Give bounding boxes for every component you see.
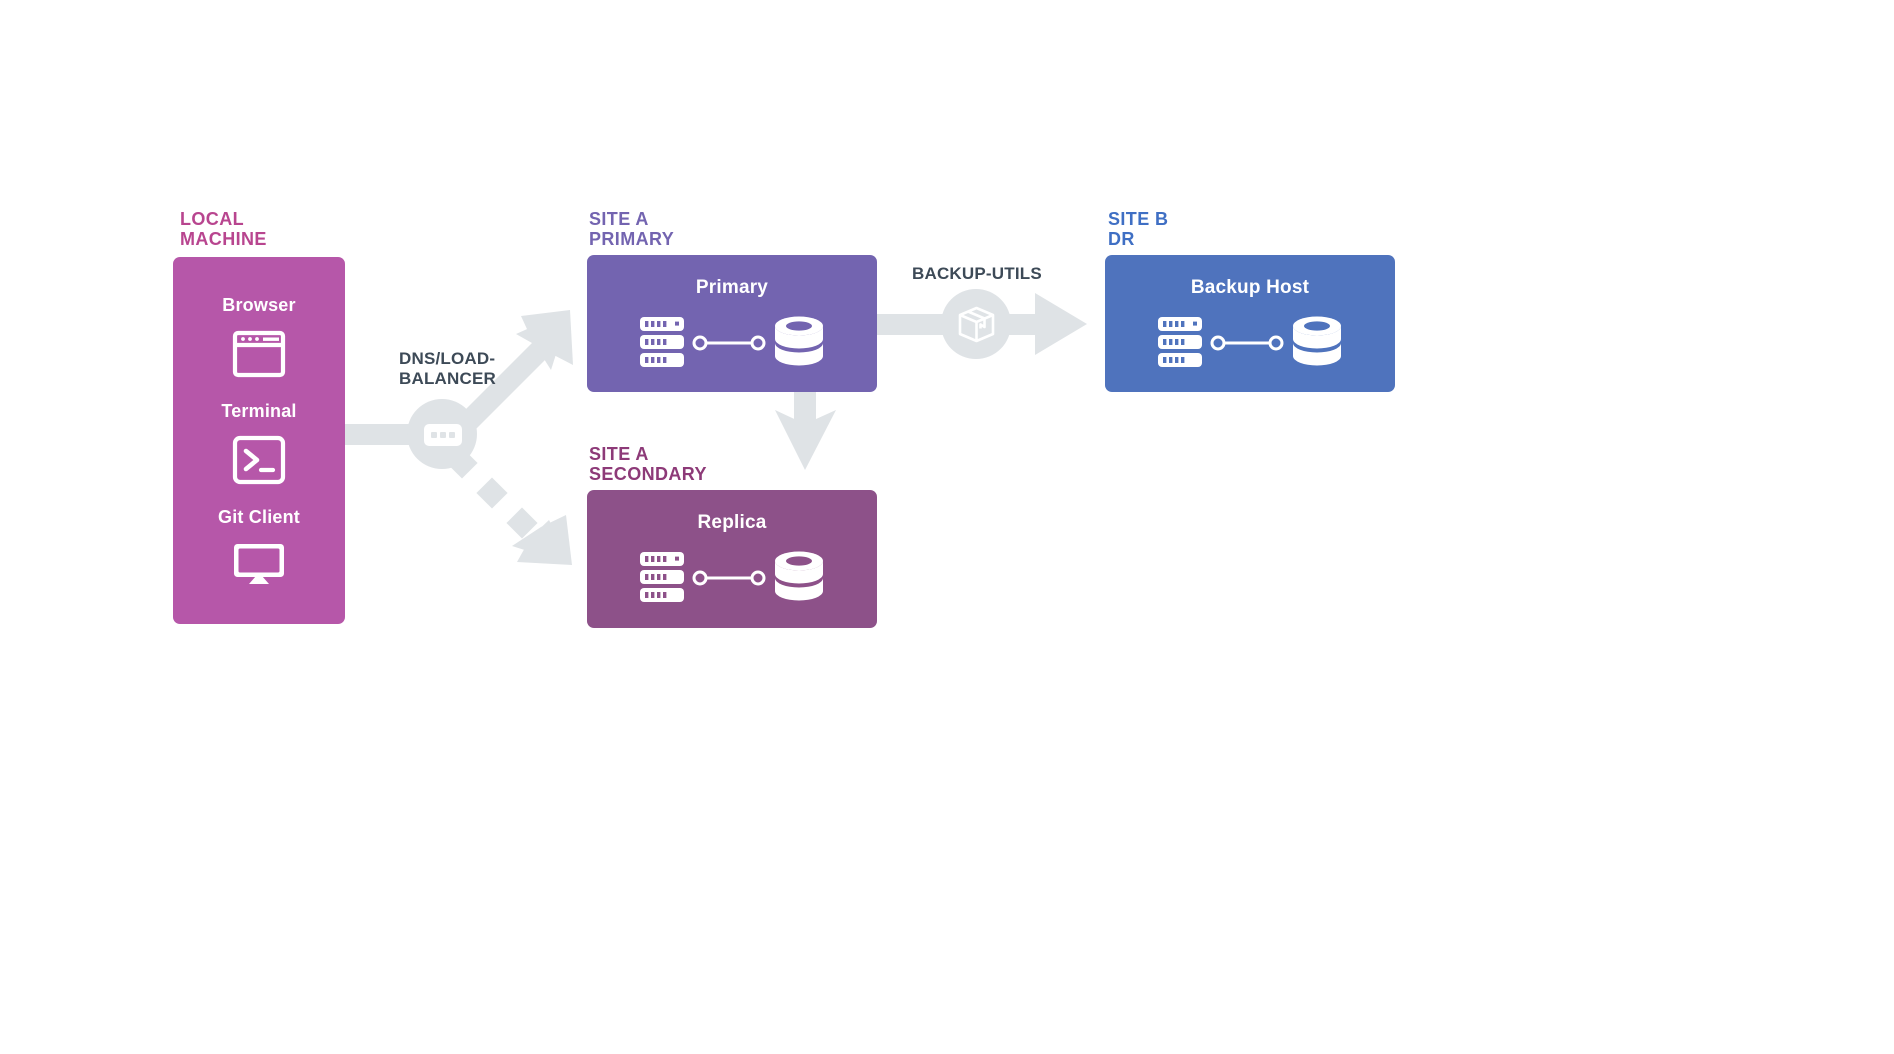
load-balancer-dots-icon (424, 424, 462, 446)
site-a-primary-box[interactable]: Primary (587, 255, 877, 392)
local-item-git-client-label: Git Client (218, 507, 300, 528)
database-cylinder-icon (772, 550, 826, 606)
database-cylinder-icon (1290, 315, 1344, 371)
local-item-terminal-label: Terminal (221, 400, 297, 421)
zone-label-site-a-primary: SITE A PRIMARY (589, 209, 675, 250)
site-a-secondary-box[interactable]: Replica (587, 490, 877, 628)
arrowhead-to-siteb (1035, 293, 1087, 355)
database-cylinder-icon (772, 315, 826, 371)
local-item-terminal[interactable]: Terminal (221, 400, 297, 485)
backup-utils-label: BACKUP-UTILS (912, 264, 1042, 283)
replica-node-title: Replica (697, 512, 767, 533)
primary-node-title: Primary (695, 276, 769, 298)
desktop-monitor-icon (232, 542, 286, 586)
server-rack-icon (1156, 316, 1204, 370)
edge-backup-to-siteb (1000, 314, 1045, 335)
edge-lb-to-secondary (446, 447, 572, 565)
local-item-browser[interactable]: Browser (222, 294, 296, 378)
server-rack-icon (638, 551, 686, 605)
server-rack-icon (638, 316, 686, 370)
local-machine-box[interactable]: Browser Terminal (173, 257, 345, 624)
local-item-browser-label: Browser (222, 294, 296, 315)
dns-load-balancer-label: DNS/LOAD- BALANCER (399, 349, 496, 389)
local-item-git-client[interactable]: Git Client (218, 507, 300, 586)
package-box-icon (954, 302, 999, 347)
backup-host-node-title: Backup Host (1190, 276, 1310, 298)
link-connector-icon (692, 568, 766, 588)
terminal-prompt-icon (232, 435, 286, 485)
link-connector-icon (1210, 333, 1284, 353)
edge-primary-to-replica (775, 392, 836, 470)
link-connector-icon (692, 333, 766, 353)
zone-label-local-machine: LOCAL MACHINE (180, 209, 267, 250)
zone-label-site-a-secondary: SITE A SECONDARY (589, 444, 707, 485)
site-b-dr-box[interactable]: Backup Host (1105, 255, 1395, 392)
zone-label-site-b-dr: SITE B DR (1108, 209, 1169, 250)
browser-window-icon (232, 330, 286, 378)
